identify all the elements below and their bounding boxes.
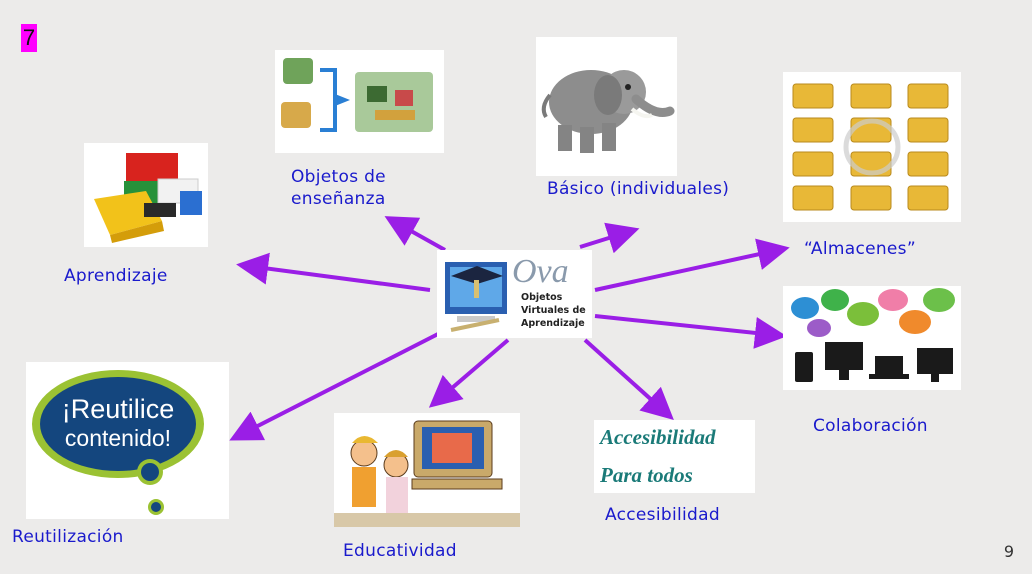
graduation-computer-icon — [445, 262, 507, 332]
label-almacenes: “Almacenes” — [804, 239, 916, 259]
label-objetos-de-ensenanza: Objetos de enseñanza — [291, 167, 386, 209]
ova-subtitle-1: Objetos — [521, 292, 563, 303]
lego-bricks-icon — [84, 143, 208, 247]
ova-center-logo: Ova Objetos Virtuales de Aprendizaje — [437, 250, 592, 338]
arrow-almacenes — [594, 238, 790, 292]
kids-computer-icon — [334, 413, 520, 527]
ova-subtitle-3: Aprendizaje — [521, 318, 585, 329]
label-aprendizaje: Aprendizaje — [64, 266, 168, 286]
page-number: 9 — [1003, 542, 1014, 561]
arrow-accesibilidad — [583, 338, 674, 421]
ova-subtitle-2: Virtuales de — [521, 305, 586, 316]
folders-icon — [783, 72, 961, 222]
reutilice-text-2: contenido! — [65, 425, 171, 451]
slide-number-badge: 7 — [21, 24, 37, 52]
arrow-objetos — [384, 216, 446, 252]
ova-logo-text: Ova — [512, 253, 569, 290]
reutilice-text-1: ¡Reutilice — [62, 394, 175, 424]
puzzle-pieces-icon — [275, 50, 444, 153]
arrow-colaboracion — [594, 314, 787, 349]
accesibilidad-image-text-1: Accesibilidad — [598, 425, 716, 449]
arrow-aprendizaje — [236, 252, 431, 292]
arrow-basico — [579, 222, 640, 254]
arrow-reutilizacion — [229, 332, 439, 441]
label-reutilizacion: Reutilización — [12, 527, 124, 547]
label-colaboracion: Colaboración — [813, 416, 928, 436]
label-educatividad: Educatividad — [343, 541, 457, 561]
label-basico: Básico (individuales) — [547, 179, 730, 199]
accesibilidad-image-text-2: Para todos — [599, 463, 693, 487]
chat-devices-icon — [783, 286, 961, 390]
label-accesibilidad: Accesibilidad — [605, 505, 720, 525]
elephant-icon — [536, 37, 677, 176]
accesibilidad-image: Accesibilidad Para todos — [594, 420, 755, 493]
arrow-educatividad — [428, 338, 510, 408]
speech-bubble-icon: ¡Reutilice contenido! — [26, 362, 229, 519]
